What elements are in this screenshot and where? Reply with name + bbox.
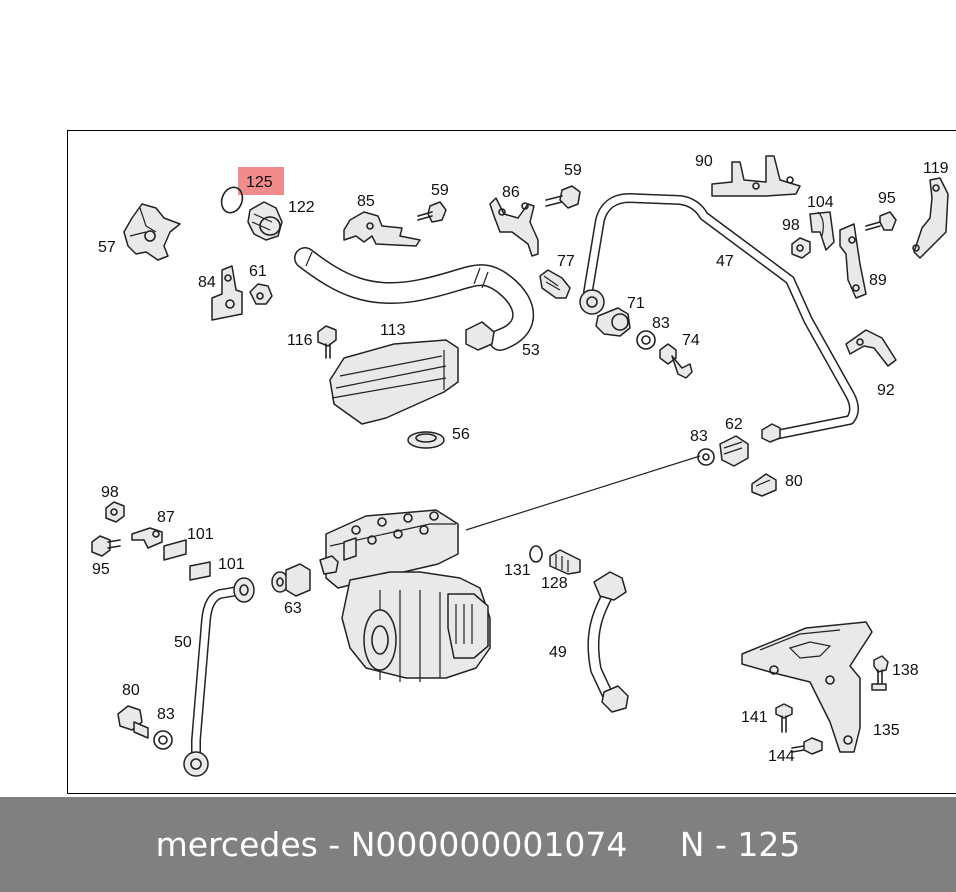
callout-104: 104 <box>807 194 834 211</box>
part-83a-washer <box>636 330 656 350</box>
part-101b-plate <box>189 561 211 581</box>
part-85-bracket <box>343 211 421 247</box>
part-number-caption: mercedes - N000000001074 N - 125 <box>155 825 801 864</box>
part-95b-bolt <box>91 535 121 557</box>
callout-113: 113 <box>380 322 406 339</box>
callout-92: 92 <box>877 382 895 399</box>
callout-138: 138 <box>892 662 919 679</box>
part-138-bolt <box>871 655 889 691</box>
callout-95a: 95 <box>878 190 896 207</box>
part-125-o-ring <box>220 186 244 214</box>
part-62-fitting <box>719 435 749 467</box>
part-56-clamp <box>407 431 445 449</box>
callout-59b: 59 <box>564 162 582 179</box>
callout-144: 144 <box>768 748 795 765</box>
callout-83c: 83 <box>157 706 175 723</box>
part-49-hose <box>587 571 629 713</box>
part-59b-bolt <box>545 185 581 209</box>
air-compressor <box>319 509 491 682</box>
callout-87: 87 <box>157 509 175 526</box>
callout-77: 77 <box>557 253 575 270</box>
leader-line <box>465 455 701 531</box>
part-95a-bolt <box>865 211 897 231</box>
part-83b-washer <box>697 448 715 466</box>
part-116-bolt <box>317 325 337 359</box>
part-101a-plate <box>163 539 187 561</box>
callout-128: 128 <box>541 575 568 592</box>
callout-85: 85 <box>357 193 375 210</box>
callout-98a: 98 <box>782 217 800 234</box>
part-80b-bolt <box>117 705 149 739</box>
part-84-bracket <box>211 265 243 321</box>
part-59a-bolt <box>417 201 447 223</box>
callout-80b: 80 <box>122 682 140 699</box>
part-90-bracket <box>711 155 801 197</box>
callout-62: 62 <box>725 416 743 433</box>
part-119-bracket <box>912 177 949 259</box>
part-53-hose <box>294 247 535 351</box>
callout-63: 63 <box>284 600 302 617</box>
part-86-bracket <box>489 197 539 257</box>
part-141-bolt <box>775 703 793 733</box>
callout-61: 61 <box>249 263 267 280</box>
callout-74: 74 <box>682 332 700 349</box>
part-71-banjo <box>595 307 631 337</box>
part-113-housing <box>329 339 459 425</box>
callout-131: 131 <box>504 562 531 579</box>
part-61-nut <box>249 283 273 305</box>
callout-49: 49 <box>549 644 567 661</box>
footer-bar: mercedes - N000000001074 N - 125 <box>0 797 956 892</box>
part-131-washer <box>529 545 543 563</box>
part-128-fitting <box>549 549 581 575</box>
part-63-fitting <box>271 563 311 597</box>
callout-135: 135 <box>873 722 900 739</box>
callout-71: 71 <box>627 295 645 312</box>
callout-122: 122 <box>288 199 315 216</box>
part-144-bolt <box>791 737 823 755</box>
callout-141: 141 <box>741 709 768 726</box>
part-104-clamp <box>809 211 835 251</box>
part-92-bracket <box>845 329 897 367</box>
part-74-bolt <box>659 343 693 379</box>
part-89-bracket <box>839 223 867 299</box>
part-57-clip <box>123 203 181 261</box>
part-122-fitting <box>247 201 283 241</box>
callout-86: 86 <box>502 184 520 201</box>
callout-119: 119 <box>923 160 949 177</box>
part-98a-nut <box>791 237 811 259</box>
callout-101a: 101 <box>187 526 214 543</box>
callout-89: 89 <box>869 272 887 289</box>
callout-84: 84 <box>198 274 216 291</box>
highlight-box <box>238 167 284 195</box>
callout-95b: 95 <box>92 561 110 578</box>
part-87-bracket <box>131 527 163 549</box>
callout-56: 56 <box>452 426 470 443</box>
callout-59a: 59 <box>431 182 449 199</box>
callout-80a: 80 <box>785 473 803 490</box>
callout-47: 47 <box>716 253 734 270</box>
diagram-frame <box>67 130 956 794</box>
part-80a-plug <box>751 473 777 497</box>
callout-116: 116 <box>287 332 313 349</box>
part-98b-nut <box>105 501 125 523</box>
callout-101b: 101 <box>218 556 245 573</box>
part-47-tube <box>579 193 859 443</box>
part-77-fitting <box>539 269 571 299</box>
callout-83b: 83 <box>690 428 708 445</box>
part-135-bracket <box>741 621 873 753</box>
callout-98b: 98 <box>101 484 119 501</box>
callout-57: 57 <box>98 239 116 256</box>
callout-83a: 83 <box>652 315 670 332</box>
part-50-tube <box>183 577 255 777</box>
callout-50: 50 <box>174 634 192 651</box>
callout-125: 125 <box>246 174 273 191</box>
part-83c-washer <box>153 730 173 750</box>
callout-53: 53 <box>522 342 540 359</box>
callout-90: 90 <box>695 153 713 170</box>
